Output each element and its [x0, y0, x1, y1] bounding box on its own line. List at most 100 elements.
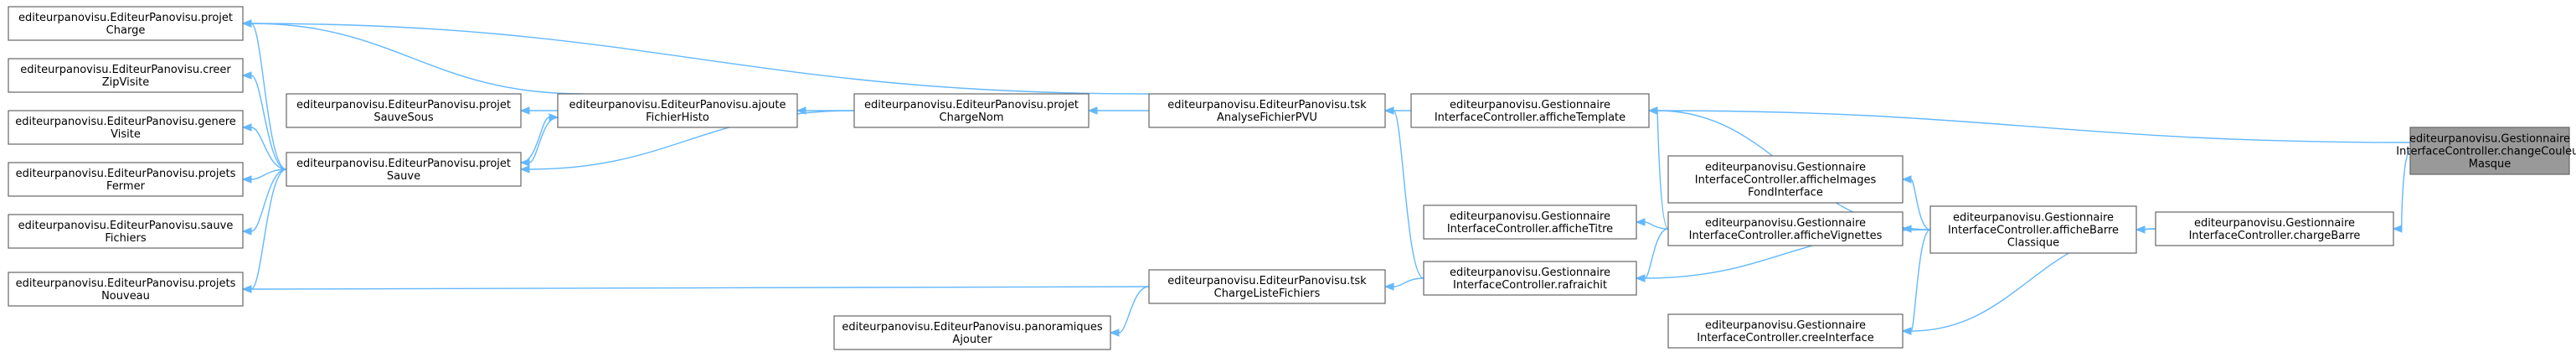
node-label-line: editeurpanovisu.EditeurPanovisu.projet	[296, 158, 511, 170]
edge-affiche-vignettes-to-rafraichit	[1635, 228, 1669, 282]
edge-arrowhead	[549, 113, 559, 122]
node-affiche-template[interactable]: editeurpanovisu.GestionnaireInterfaceCon…	[1410, 93, 1650, 128]
edge-arrowhead	[241, 123, 252, 132]
node-projet-charge[interactable]: editeurpanovisu.EditeurPanovisu.projetCh…	[8, 6, 244, 41]
node-label-line: ChargeListeFichiers	[1214, 287, 1321, 300]
node-label-line: editeurpanovisu.Gestionnaire	[1705, 162, 1866, 174]
node-affiche-images[interactable]: editeurpanovisu.GestionnaireInterfaceCon…	[1667, 155, 1904, 204]
node-label-line: editeurpanovisu.EditeurPanovisu.panorami…	[842, 321, 1103, 334]
node-label-line: Masque	[2469, 158, 2511, 171]
node-label-line: AnalyseFichierPVU	[1217, 111, 1317, 124]
edge-arrowhead	[241, 19, 252, 28]
edge-line	[250, 127, 287, 170]
node-box	[833, 315, 1111, 350]
node-label-line: editeurpanovisu.Gestionnaire	[1953, 212, 2114, 225]
node-sauve-fichiers[interactable]: editeurpanovisu.EditeurPanovisu.sauveFic…	[8, 214, 244, 249]
node-label-line: InterfaceController.afficheTemplate	[1435, 111, 1625, 124]
node-label-line: editeurpanovisu.Gestionnaire	[2194, 217, 2355, 230]
node-rafraichit[interactable]: editeurpanovisu.GestionnaireInterfaceCon…	[1423, 261, 1637, 296]
node-projets-fermer[interactable]: editeurpanovisu.EditeurPanovisu.projetsF…	[8, 162, 244, 197]
edge-affiche-barre-to-cree-interface	[1901, 229, 1931, 335]
node-cree-interface[interactable]: editeurpanovisu.GestionnaireInterfaceCon…	[1667, 313, 1904, 349]
node-label-line: Fichiers	[105, 232, 146, 245]
node-projet-sauve-sous[interactable]: editeurpanovisu.EditeurPanovisu.projetSa…	[286, 93, 522, 128]
node-label-line: editeurpanovisu.Gestionnaire	[1450, 267, 1610, 279]
edge-arrowhead	[2392, 225, 2403, 233]
edge-rafraichit-to-tsk-analyse	[1383, 106, 1425, 279]
edge-line	[1118, 286, 1150, 334]
edge-arrowhead	[241, 71, 252, 80]
node-box	[1667, 211, 1904, 246]
nodes-layer: editeurpanovisu.EditeurPanovisu.projetCh…	[8, 6, 2576, 350]
node-affiche-titre[interactable]: editeurpanovisu.GestionnaireInterfaceCon…	[1423, 204, 1637, 240]
edge-line	[250, 168, 287, 232]
node-creer-zip[interactable]: editeurpanovisu.EditeurPanovisu.creerZip…	[8, 58, 244, 93]
node-label-line: Nouveau	[101, 290, 150, 303]
edge-arrowhead	[1383, 282, 1394, 291]
node-box	[286, 93, 522, 128]
edge-line	[1656, 110, 1669, 230]
node-label-line: editeurpanovisu.Gestionnaire	[2409, 133, 2570, 146]
node-label-line: editeurpanovisu.EditeurPanovisu.creer	[20, 64, 231, 76]
edge-line	[250, 23, 1150, 95]
node-label-line: editeurpanovisu.Gestionnaire	[1705, 319, 1866, 332]
node-box	[1667, 313, 1904, 349]
node-box	[8, 162, 244, 197]
edge-arrowhead	[1647, 106, 1658, 115]
edge-arrowhead	[1901, 225, 1912, 233]
node-label-line: Visite	[111, 128, 141, 141]
edge-line	[250, 23, 584, 95]
edge-arrowhead	[241, 175, 252, 184]
node-label-line: editeurpanovisu.EditeurPanovisu.projet	[18, 12, 233, 24]
node-genere-visite[interactable]: editeurpanovisu.EditeurPanovisu.genereVi…	[8, 110, 244, 145]
node-box	[1929, 205, 2137, 254]
edge-tsk-charge-to-projets-nouveau	[241, 285, 1150, 293]
edge-projet-sauve-to-projets-fermer	[241, 168, 287, 184]
node-box	[8, 214, 244, 249]
node-affiche-vignettes[interactable]: editeurpanovisu.GestionnaireInterfaceCon…	[1667, 211, 1904, 246]
node-box	[1667, 155, 1904, 204]
node-label-line: editeurpanovisu.EditeurPanovisu.genere	[15, 116, 236, 128]
node-box	[8, 58, 244, 93]
edge-line	[250, 286, 1150, 290]
node-projets-nouveau[interactable]: editeurpanovisu.EditeurPanovisu.projetsN…	[8, 272, 244, 307]
edge-projet-sauve-to-projet-charge	[241, 19, 287, 170]
node-label-line: InterfaceController.chargeBarre	[2189, 230, 2361, 242]
edge-projet-sauve-to-sauve-fichiers	[241, 168, 287, 236]
node-ajoute-fichier-histo[interactable]: editeurpanovisu.EditeurPanovisu.ajouteFi…	[557, 93, 798, 128]
edge-projet-charge-nom-to-projet-sauve	[519, 110, 855, 173]
node-label-line: InterfaceController.changeCouleur	[2396, 146, 2576, 158]
edge-projet-sauve-to-creer-zip	[241, 71, 287, 170]
node-projet-charge-nom[interactable]: editeurpanovisu.EditeurPanovisu.projetCh…	[853, 93, 1090, 128]
edge-tsk-analyse-to-projet-charge-nom	[1087, 106, 1149, 115]
edge-line	[250, 75, 287, 170]
node-label-line: Sauve	[387, 170, 420, 183]
node-projet-sauve[interactable]: editeurpanovisu.EditeurPanovisu.projetSa…	[286, 152, 522, 187]
edge-arrowhead	[1635, 218, 1646, 226]
node-label-line: InterfaceController.afficheBarre	[1948, 225, 2119, 237]
node-box	[8, 110, 244, 145]
node-change-couleur[interactable]: editeurpanovisu.GestionnaireInterfaceCon…	[2396, 127, 2576, 175]
node-panoramiques-ajouter[interactable]: editeurpanovisu.EditeurPanovisu.panorami…	[833, 315, 1111, 350]
edge-line	[250, 168, 287, 290]
node-charge-barre[interactable]: editeurpanovisu.GestionnaireInterfaceCon…	[2155, 211, 2394, 246]
node-label-line: InterfaceController.afficheTitre	[1447, 223, 1613, 236]
edge-arrowhead	[1087, 106, 1098, 115]
node-label-line: FondInterface	[1748, 187, 1823, 199]
node-box	[286, 152, 522, 187]
node-label-line: editeurpanovisu.EditeurPanovisu.sauve	[18, 220, 234, 232]
edge-line	[250, 168, 287, 180]
node-box	[8, 272, 244, 307]
node-affiche-barre[interactable]: editeurpanovisu.GestionnaireInterfaceCon…	[1929, 205, 2137, 254]
node-box	[1423, 261, 1637, 296]
node-label-line: InterfaceController.rafraichit	[1453, 279, 1607, 292]
edge-ajoute-fichier-histo-to-projet-charge	[241, 19, 584, 95]
edge-line	[1644, 228, 1669, 279]
node-tsk-charge[interactable]: editeurpanovisu.EditeurPanovisu.tskCharg…	[1148, 269, 1386, 304]
node-box	[1410, 93, 1650, 128]
edge-affiche-barre-to-affiche-images	[1901, 175, 1931, 230]
edge-arrowhead	[519, 165, 530, 173]
node-label-line: InterfaceController.afficheVignettes	[1689, 230, 1883, 242]
node-tsk-analyse[interactable]: editeurpanovisu.EditeurPanovisu.tskAnaly…	[1148, 93, 1386, 128]
node-box	[2409, 127, 2570, 175]
